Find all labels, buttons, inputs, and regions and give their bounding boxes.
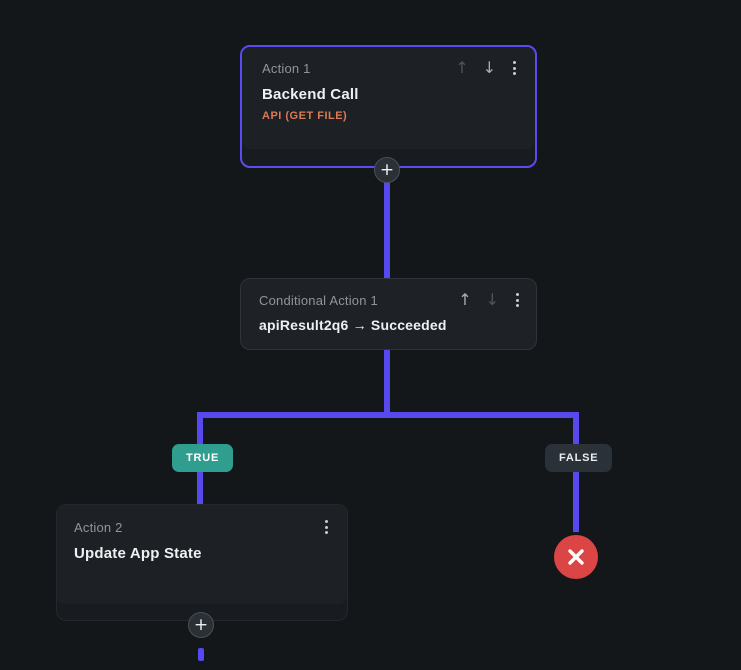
- node-conditional-body: Conditional Action 1 ↑ ↓ apiResult2q6 → …: [241, 279, 536, 333]
- more-options-icon[interactable]: [513, 291, 522, 309]
- node-conditional-action-1[interactable]: Conditional Action 1 ↑ ↓ apiResult2q6 → …: [240, 278, 537, 350]
- more-options-icon[interactable]: [322, 518, 331, 536]
- move-down-icon[interactable]: ↓: [482, 58, 496, 77]
- connector-action1-to-conditional: [384, 168, 390, 280]
- add-action-button[interactable]: +: [374, 157, 400, 183]
- node-title: Backend Call: [262, 86, 359, 103]
- connector-conditional-to-branch: [384, 349, 390, 415]
- false-branch-badge: FALSE: [545, 444, 613, 472]
- node-label: Conditional Action 1: [259, 292, 378, 308]
- node-subtitle: API (GET FILE): [262, 110, 348, 122]
- node-label: Action 2: [74, 519, 123, 535]
- connector-branch-horizontal: [197, 412, 579, 418]
- more-options-icon[interactable]: [510, 59, 519, 77]
- true-branch-badge: TRUE: [172, 444, 234, 472]
- add-action-button[interactable]: +: [188, 612, 214, 638]
- move-up-icon[interactable]: ↑: [458, 290, 472, 309]
- node-action-2[interactable]: Action 2 Update App State: [56, 504, 348, 621]
- node-action-1[interactable]: Action 1 ↑ ↓ Backend Call API (GET FILE): [240, 45, 537, 168]
- end-flow-node: [554, 535, 598, 579]
- node-action-2-body: Action 2 Update App State: [57, 505, 347, 604]
- node-title: apiResult2q6 → Succeeded: [259, 317, 447, 333]
- close-icon: [568, 549, 584, 565]
- node-title: Update App State: [74, 545, 202, 562]
- node-action-1-body: Action 1 ↑ ↓ Backend Call API (GET FILE): [242, 47, 535, 149]
- connector-false-branch: [573, 412, 579, 538]
- node-label: Action 1: [262, 60, 311, 76]
- move-up-icon: ↑: [455, 58, 469, 77]
- move-down-icon: ↓: [485, 290, 499, 309]
- connector-action2-continuation: [198, 648, 204, 661]
